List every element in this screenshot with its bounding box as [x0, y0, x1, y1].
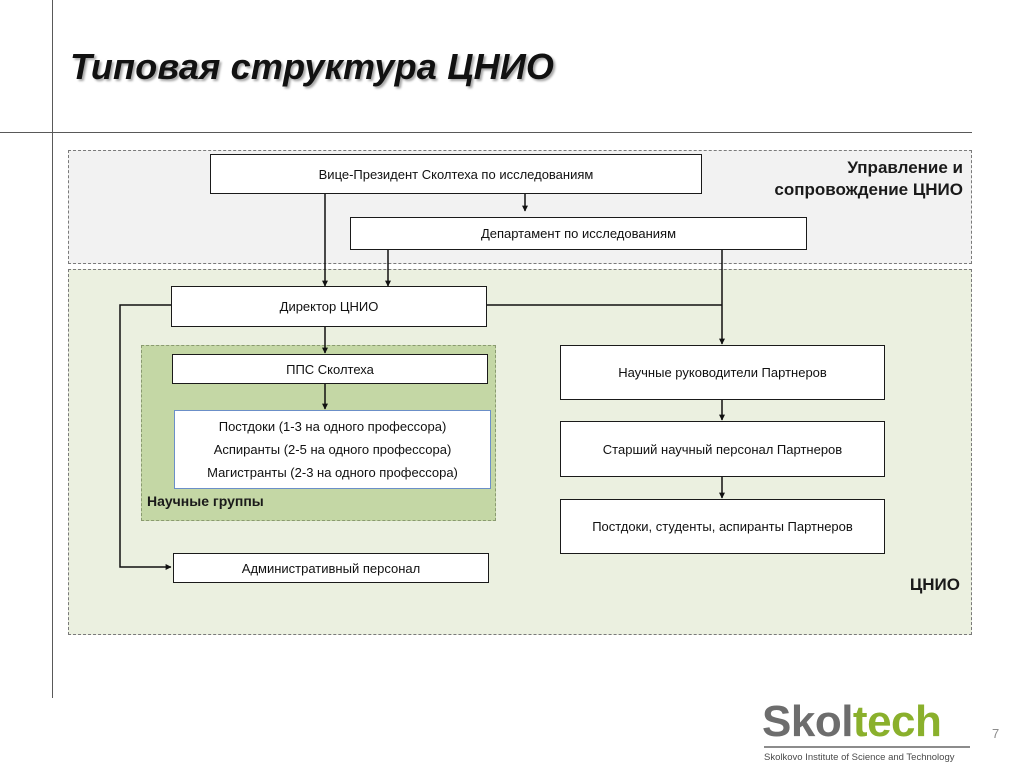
page-number: 7 — [992, 726, 1000, 741]
management-zone-label: Управление и сопровождение ЦНИО — [774, 158, 963, 199]
research-department-box: Департамент по исследованиям — [350, 217, 807, 250]
faculty-box: ППС Сколтеха — [172, 354, 488, 384]
masters-students-line: Магистранты (2-3 на одного профессора) — [207, 465, 458, 480]
group-members-box: Постдоки (1-3 на одного профессора) Аспи… — [174, 410, 491, 489]
vertical-rule — [52, 0, 53, 698]
logo-tagline: Skolkovo Institute of Science and Techno… — [764, 752, 955, 763]
skoltech-logo: Skoltech — [762, 697, 942, 746]
admin-staff-box: Административный персонал — [173, 553, 489, 583]
partner-juniors-box: Постдоки, студенты, аспиранты Партнеров — [560, 499, 885, 554]
cnio-zone-label: ЦНИО — [909, 575, 960, 594]
slide-title: Типовая структура ЦНИО — [70, 46, 555, 87]
logo-part-skol: Skol — [762, 697, 853, 746]
vice-president-box: Вице-Президент Сколтеха по исследованиям — [210, 154, 702, 194]
partner-senior-staff-box: Старший научный персонал Партнеров — [560, 421, 885, 477]
research-groups-label: Научные группы — [147, 493, 264, 509]
logo-part-tech: tech — [852, 697, 942, 746]
logo-divider — [764, 746, 970, 748]
director-box: Директор ЦНИО — [171, 286, 487, 327]
postdocs-line: Постдоки (1-3 на одного профессора) — [218, 419, 447, 434]
partner-supervisors-box: Научные руководители Партнеров — [560, 345, 885, 400]
phd-students-line: Аспиранты (2-5 на одного профессора) — [213, 442, 452, 457]
horizontal-rule — [0, 132, 972, 133]
